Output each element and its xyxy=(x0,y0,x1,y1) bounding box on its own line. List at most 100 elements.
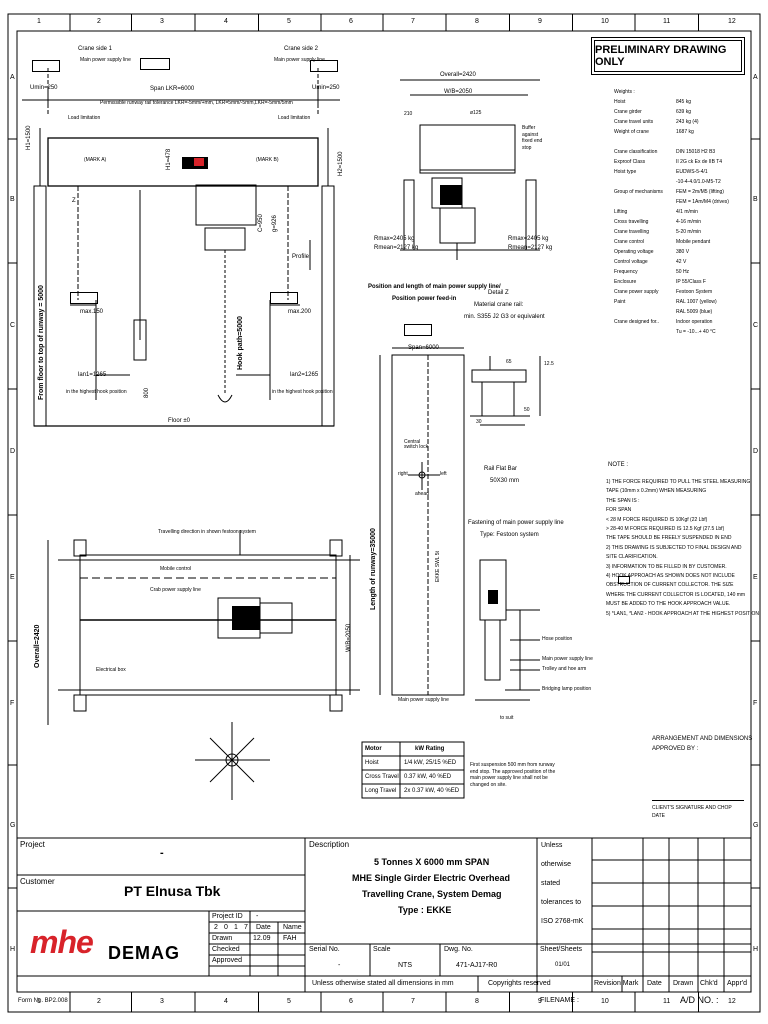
customer-value: PT Elnusa Tbk xyxy=(124,883,221,899)
grid-col-label: 5 xyxy=(287,998,291,1005)
dim-12-5: 12.5 xyxy=(544,361,554,367)
revision-column-head: Drawn xyxy=(673,980,694,987)
grid-col-label: 6 xyxy=(349,998,353,1005)
customer-fill-box xyxy=(270,292,298,304)
hose-position: Hose position xyxy=(542,636,573,642)
plan-wb: W/B=2050 xyxy=(346,623,352,652)
note-line: 2) THIS DRAWING IS SUBJECTED TO FINAL DE… xyxy=(606,544,742,551)
spec-label: Exproof Class xyxy=(614,159,646,165)
note-line: 1) THE FORCE REQUIRED TO PULL THE STEEL … xyxy=(606,479,751,485)
grid-row-label: E xyxy=(10,574,15,581)
grid-col-label: 7 xyxy=(411,18,415,25)
form-no: Form No. BP2.008 xyxy=(18,998,68,1004)
revision-column-head: Date xyxy=(647,980,662,987)
grid-col-label: 8 xyxy=(475,998,479,1005)
customer-fill-box xyxy=(310,60,338,72)
grid-row-label: G xyxy=(10,822,16,829)
end-wb: W/B=2050 xyxy=(444,89,473,95)
customer-fill-box xyxy=(404,324,432,336)
power-span: Span=6000 xyxy=(408,345,439,351)
grid-row-label: D xyxy=(753,448,759,455)
preliminary-banner: PRELIMINARY DRAWING ONLY xyxy=(591,37,745,75)
banner-text: PRELIMINARY DRAWING ONLY xyxy=(595,44,727,68)
mhe-logo-text: mhe xyxy=(30,924,94,960)
year-digit: 2 xyxy=(214,924,218,931)
trolley-arm: Trolley and hoe arm xyxy=(542,666,587,672)
grid-col-label: 6 xyxy=(349,18,353,25)
spec-value: 1687 kg xyxy=(676,129,694,135)
rmean-right: Rmean=2127 kg xyxy=(508,245,553,251)
spec-label: Hoist xyxy=(614,99,626,105)
note-line: SITE CLARIFICATION. xyxy=(606,554,658,561)
load-limit-left: Load limitation xyxy=(68,115,101,121)
spec-label: Crane control xyxy=(614,239,645,245)
note-line: MUST BE ADDED TO THE HOOK APPROACH VALUE… xyxy=(606,601,731,608)
spec-value: 243 kg (4) xyxy=(676,119,699,125)
spec-value: 42 V xyxy=(676,259,687,265)
spec-value: RAL 1007 (yellow) xyxy=(676,299,717,305)
grid-row-label: C xyxy=(753,322,759,329)
grid-row-label: F xyxy=(10,700,15,707)
max-200: max.200 xyxy=(288,309,312,315)
grid-row-label: A xyxy=(753,74,758,81)
floor-label: Floor ±0 xyxy=(168,418,190,424)
grid-col-label: 9 xyxy=(538,18,542,25)
z-marker: Z xyxy=(72,198,76,204)
motor-row-name: Cross Travel xyxy=(365,774,399,780)
spec-label: Crane power supply xyxy=(614,289,659,295)
dim-50: 50 xyxy=(524,407,530,413)
grid-col-label: 4 xyxy=(224,18,228,25)
spec-label: Crane travel units xyxy=(614,119,654,125)
rail-size: 50X30 mm xyxy=(490,478,520,484)
grid-col-label: 12 xyxy=(728,998,736,1005)
spec-value: 4-16 m/min xyxy=(676,219,702,225)
spec-label: Hoist type xyxy=(614,169,637,175)
spec-value: FEM = 2m/M5 (lifting) xyxy=(676,189,724,195)
description-label: Description xyxy=(309,840,350,849)
note-line: THE SPAN IS : xyxy=(606,497,640,504)
spec-label: Group of mechanisms xyxy=(614,189,663,195)
mark-a: (MARK A) xyxy=(84,157,107,163)
highest-hook-right: in the highest hook position xyxy=(272,389,333,395)
spec-value: 50 Hz xyxy=(676,269,690,275)
grid-col-label: 11 xyxy=(663,998,671,1005)
grid-col-label: 1 xyxy=(37,18,41,25)
load-limit-right: Load limitation xyxy=(278,115,311,121)
mhe-logo: mhe xyxy=(30,924,102,964)
spec-label: Cross travelling xyxy=(614,219,649,225)
grid-row-label: H xyxy=(10,946,16,953)
spec-value: 380 V xyxy=(676,249,690,255)
spec-value: RAL 5009 (blue) xyxy=(676,309,713,315)
umin-right: Umin=250 xyxy=(312,85,340,91)
note-line: 5) *LAN1, *LAN2 - HOOK APPROACH AT THE H… xyxy=(606,610,760,617)
fastening-title: Fastening of main power supply line xyxy=(468,520,564,526)
to-suit: to suit xyxy=(500,715,514,721)
buffer-note: Buffer against fixed end stop xyxy=(522,125,543,151)
grid-col-label: 5 xyxy=(287,18,291,25)
spec-value: II 2G ck Ex de IIB T4 xyxy=(676,159,723,165)
spec-label: Frequency xyxy=(614,269,638,275)
spec-label: Operating voltage xyxy=(614,249,654,255)
customer-fill-box xyxy=(32,60,60,72)
grid-col-label: 9 xyxy=(538,998,542,1005)
grid-row-label: C xyxy=(10,322,16,329)
customer-label: Customer xyxy=(20,877,55,886)
rmax-left: Rmax=2405 kg xyxy=(374,236,415,242)
grid-col-label: 11 xyxy=(663,18,671,25)
spec-value: EUDWS-5-4/1 xyxy=(676,169,708,175)
grid-col-label: 7 xyxy=(411,998,415,1005)
tolerance-line: ISO 2768-mK xyxy=(541,918,584,925)
crane-side-2-label: Crane side 2 xyxy=(284,46,319,52)
note-line: > 28-40 M FORCE REQUIRED IS 12.5 Kgf (27… xyxy=(606,526,725,532)
tolerance-line: Unless xyxy=(541,842,563,849)
grid-row-label: D xyxy=(10,448,16,455)
spec-value: IP 55/Class F xyxy=(676,279,706,285)
dwg-value: 471-AJ17-R0 xyxy=(456,962,498,969)
grid-col-label: 4 xyxy=(224,998,228,1005)
mobile-control: Mobile control xyxy=(160,566,192,572)
festoon-type: Type: Festoon system xyxy=(480,532,539,538)
signature-date: DATE xyxy=(652,813,665,819)
rail-flat-bar: Rail Flat Bar xyxy=(484,466,518,472)
copyright: Copyrights reserved xyxy=(488,980,551,987)
